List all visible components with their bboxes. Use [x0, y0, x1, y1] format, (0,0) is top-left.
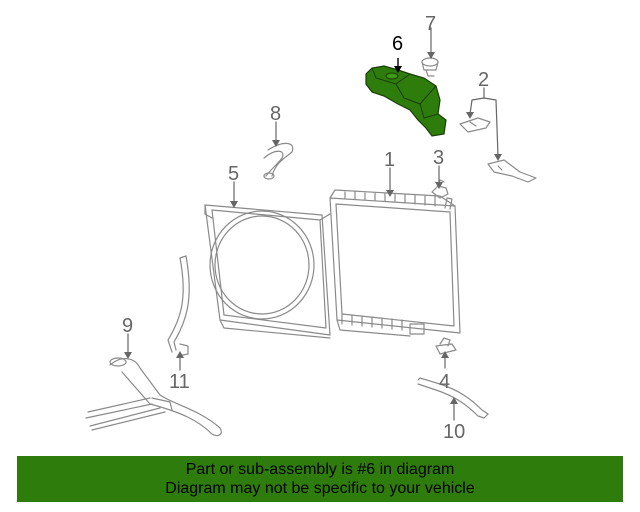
leader-lines: [127, 27, 499, 421]
callout-3: 3: [433, 147, 444, 169]
callout-6: 6: [392, 33, 403, 55]
upper-hose-part[interactable]: [263, 142, 294, 180]
callout-10: 10: [443, 421, 465, 443]
radiator-part[interactable]: [329, 189, 461, 337]
callout-8: 8: [270, 103, 281, 125]
callout-7: 7: [425, 13, 436, 35]
callout-5: 5: [228, 163, 239, 185]
banner-line-disclaimer: Diagram may not be specific to your vehi…: [165, 480, 475, 497]
bracket-part[interactable]: [459, 117, 537, 183]
info-banner: Part or sub-assembly is #6 in diagram Di…: [17, 456, 623, 502]
lower-radiator-hose-part[interactable]: [417, 377, 489, 419]
banner-line-part: Part or sub-assembly is #6 in diagram: [185, 461, 455, 478]
callout-1: 1: [384, 149, 395, 171]
arrowheads: [124, 52, 502, 404]
callout-9: 9: [122, 315, 133, 337]
callout-11: 11: [169, 371, 190, 393]
parts-diagram: 1 2 3 4 5 6 7 8 9 10 11: [85, 13, 537, 443]
callout-4: 4: [439, 371, 450, 393]
callout-2: 2: [478, 69, 489, 91]
overflow-tube-part[interactable]: [167, 255, 190, 357]
coolant-reservoir-part-highlighted[interactable]: [365, 58, 447, 137]
lower-hose-part[interactable]: [85, 357, 222, 437]
clip-part[interactable]: [435, 337, 457, 355]
bolt-part[interactable]: [421, 57, 439, 77]
fan-shroud-part[interactable]: [204, 204, 331, 339]
